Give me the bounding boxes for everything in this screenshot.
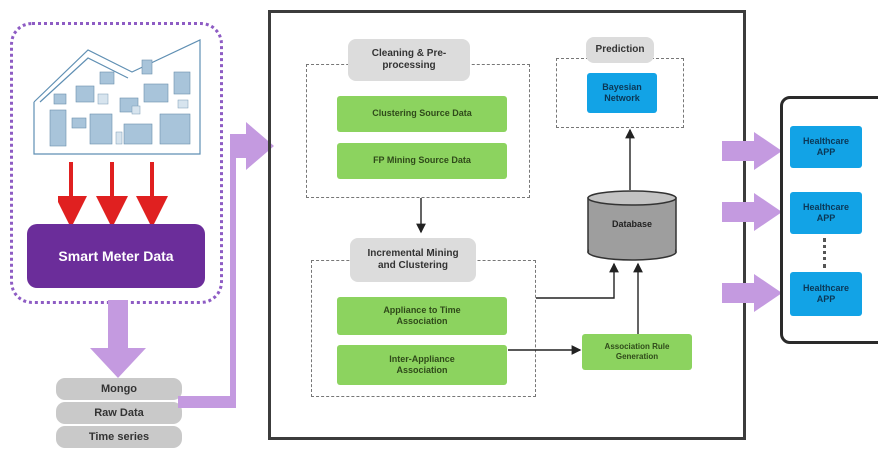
process-connectors (416, 128, 643, 355)
prediction-title: Prediction (586, 37, 654, 63)
cleaning-title: Cleaning & Pre- processing (348, 39, 470, 81)
more-apps-ellipsis (823, 238, 827, 268)
storage-raw-data: Raw Data (56, 402, 182, 424)
incremental-title: Incremental Mining and Clustering (350, 238, 476, 282)
association-rule-generation-box: Association Rule Generation (582, 334, 692, 370)
apps-device-frame (780, 96, 878, 344)
meter-to-storage-arrow (90, 300, 146, 378)
inter-appliance-box: Inter-Appliance Association (337, 345, 507, 385)
healthcare-app-1: Healthcare APP (790, 126, 862, 168)
database-cylinder (587, 190, 677, 261)
healthcare-app-3: Healthcare APP (790, 272, 862, 316)
smart-home-illustration (33, 39, 201, 155)
database-label: Database (611, 219, 653, 229)
smart-meter-data-box: Smart Meter Data (27, 224, 205, 288)
processing-to-app-arrow-2 (722, 193, 782, 231)
fp-mining-source-data-box: FP Mining Source Data (337, 143, 507, 179)
processing-frame (268, 10, 746, 440)
clustering-source-data-box: Clustering Source Data (337, 96, 507, 132)
data-flow-arrows (58, 162, 168, 224)
bayesian-network-box: Bayesian Network (587, 73, 657, 113)
processing-to-app-arrow-1 (722, 132, 782, 170)
processing-to-app-arrow-3 (722, 274, 782, 312)
appliance-to-time-box: Appliance to Time Association (337, 297, 507, 335)
storage-time-series: Time series (56, 426, 182, 448)
storage-to-processing-arrow (178, 122, 274, 408)
storage-mongo: Mongo (56, 378, 182, 400)
healthcare-app-2: Healthcare APP (790, 192, 862, 234)
